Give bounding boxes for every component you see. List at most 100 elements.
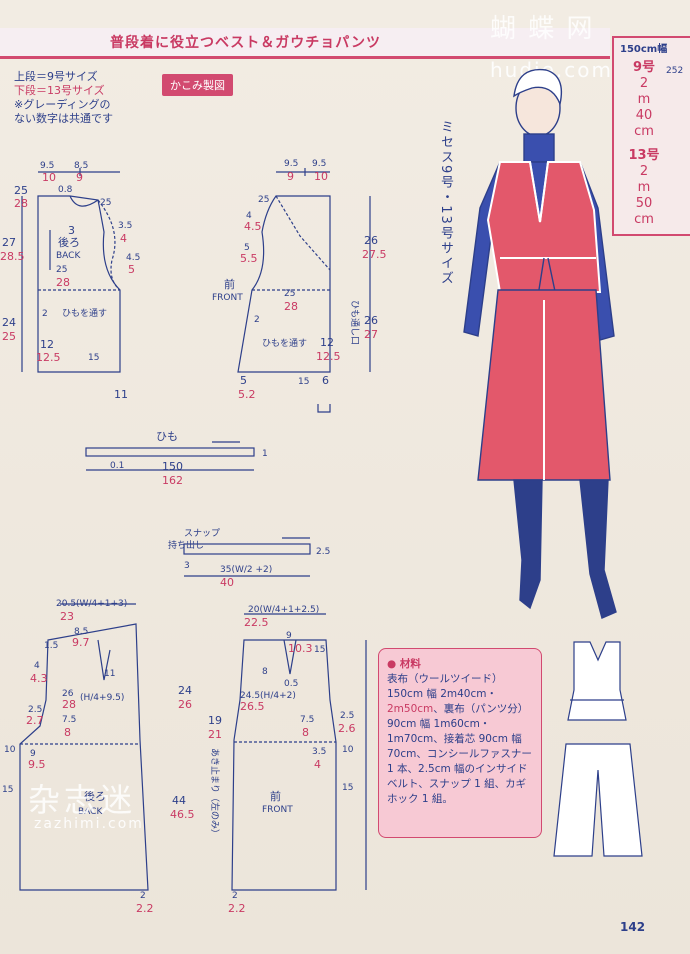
front-pants-labels: 20(W/4+1+2.5) 22.5 9 10.3 15 8 0.5 24.5(… (170, 605, 356, 915)
dim-label-red: 5.2 (238, 388, 256, 401)
formula-label: 20(W/4+1+2.5) (248, 605, 319, 615)
pants-flat-sketch (553, 743, 643, 857)
page-number: 142 (620, 920, 646, 934)
note-label: あき止まり（左のみ） (209, 748, 221, 838)
dim-label: 7.5 (300, 715, 314, 725)
dim-label-red: 28 (62, 698, 76, 711)
dim-label: 1 (262, 449, 268, 459)
front-vest-labels: 9.5 9 9.5 10 25 4 4.5 5 5.5 26 27.5 前 FR… (212, 159, 387, 401)
model-size-caption: ミセス9号・13号サイズ (438, 120, 453, 286)
piece-label-en: BACK (78, 807, 103, 817)
size9-val: m (637, 92, 651, 107)
legend-line: ない数字は共通です (14, 112, 113, 125)
dim-label-red: 21 (208, 728, 222, 741)
dim-label-red: 28 (284, 300, 298, 313)
legend-line: 上段＝9号サイズ (14, 70, 98, 83)
dim-label: 25 (56, 265, 67, 275)
dim-label: 9 (286, 631, 292, 641)
dim-label-red: 2.7 (26, 714, 44, 727)
model-illustration (463, 68, 617, 619)
dim-label: 8.5 (74, 627, 88, 637)
dim-label-red: 5.5 (240, 252, 258, 265)
dim-label-red: 10.3 (288, 642, 313, 655)
dim-label: 9.5 (284, 159, 298, 169)
vest-flat-sketch (567, 641, 627, 721)
dim-label: 24 (2, 316, 16, 329)
dim-label: 26 (364, 234, 378, 247)
dim-label: 9 (30, 749, 36, 759)
dim-label: 15 (298, 377, 309, 387)
dim-label-red: 9.5 (28, 758, 46, 771)
dim-label: 3 (184, 561, 190, 571)
size13-label: 13号 (628, 148, 660, 163)
formula-label: 35(W/2 +2) (220, 565, 272, 575)
dim-label-red: 12.5 (316, 350, 341, 363)
size9-val: 2 (639, 76, 649, 91)
dim-label-red: 2.6 (338, 722, 356, 735)
dim-label: 8.5 (74, 161, 88, 171)
dim-label-red: 28.5 (0, 250, 25, 263)
snap-draft (183, 537, 311, 577)
dim-label: 12 (320, 336, 334, 349)
dim-label: 11 (114, 388, 128, 401)
back-vest-labels: 9.5 10 8.5 9 25 28 0.8 25 3 3.5 4 4.5 5 … (0, 161, 140, 401)
piece-label: 後ろ (84, 789, 106, 803)
dim-label: 0.1 (110, 461, 124, 471)
dim-label: 3.5 (312, 747, 326, 757)
dim-label-red: 28 (56, 276, 70, 289)
dim-label: 15 (88, 353, 99, 363)
materials-box: ● 材料 表布（ウールツイード）150cm 幅 2m40cm・2m50cm、裏布… (378, 648, 542, 838)
dim-label: 15 (342, 783, 353, 793)
page-ref: 252 (666, 66, 684, 76)
size9-val: cm (634, 124, 654, 139)
piece-label: 前 (270, 789, 281, 803)
dim-label: 5 (240, 374, 247, 387)
dim-label-red: 5 (128, 263, 135, 276)
dim-label: 12 (40, 338, 54, 351)
dim-label: 2 (140, 891, 146, 901)
dim-label: 26 (62, 689, 74, 699)
legend-line: ※グレーディングの (14, 98, 111, 111)
piece-label: ひも (156, 430, 178, 443)
dim-label-red: 40 (220, 576, 234, 589)
dim-label: 2.5 (316, 547, 330, 557)
fabric-size-box: 150cm幅 252 9号 2 m 40 cm 13号 2 m 50 cm (612, 36, 690, 236)
note-label: ひもを通す (262, 338, 307, 349)
dim-label-red: 10 (314, 170, 328, 183)
dim-label-red: 2.2 (136, 902, 154, 915)
note-label: 持ち出し (168, 539, 204, 551)
dim-label: 25 (14, 184, 28, 197)
dim-label: 3.5 (118, 221, 132, 231)
materials-text-red: 2m50cm (387, 703, 434, 715)
dim-label: 0.5 (284, 679, 298, 689)
legend-line: 下段＝13号サイズ (14, 84, 105, 97)
dim-label: 3 (68, 224, 75, 237)
dim-label-red: 28 (14, 197, 28, 210)
size-legend: 上段＝9号サイズ 下段＝13号サイズ ※グレーディングの ない数字は共通です (14, 70, 113, 126)
header-bar (0, 28, 610, 59)
dim-label-red: 10 (42, 171, 56, 184)
dim-label-red: 46.5 (170, 808, 195, 821)
note-label: ひも通し口 (349, 300, 360, 345)
dim-label: 27 (2, 236, 16, 249)
dim-label: 15 (2, 785, 13, 795)
dim-label: 150 (162, 460, 183, 473)
dim-label: 26 (364, 314, 378, 327)
piece-label: スナップ (184, 528, 220, 539)
dim-label: 1.5 (44, 641, 58, 651)
page-title: 普段着に役立つベスト＆ガウチョパンツ (110, 35, 381, 51)
formula-label: 24.5(H/4+2) (240, 691, 296, 701)
piece-label-en: FRONT (212, 293, 243, 303)
dim-label: 9.5 (40, 161, 54, 171)
formula-label: 20.5(W/4+1+3) (56, 599, 127, 609)
dim-label: 15 (314, 645, 325, 655)
dim-label-red: 9 (287, 170, 294, 183)
dim-label: 4.5 (126, 253, 140, 263)
dim-label-red: 9 (76, 171, 83, 184)
piece-label-en: BACK (56, 251, 81, 261)
back-pants-draft (19, 603, 149, 891)
dim-label: 5 (244, 243, 250, 253)
note-label: ひもを通す (62, 308, 107, 319)
dim-label: 2.5 (340, 711, 354, 721)
dim-label: 2 (254, 315, 260, 325)
